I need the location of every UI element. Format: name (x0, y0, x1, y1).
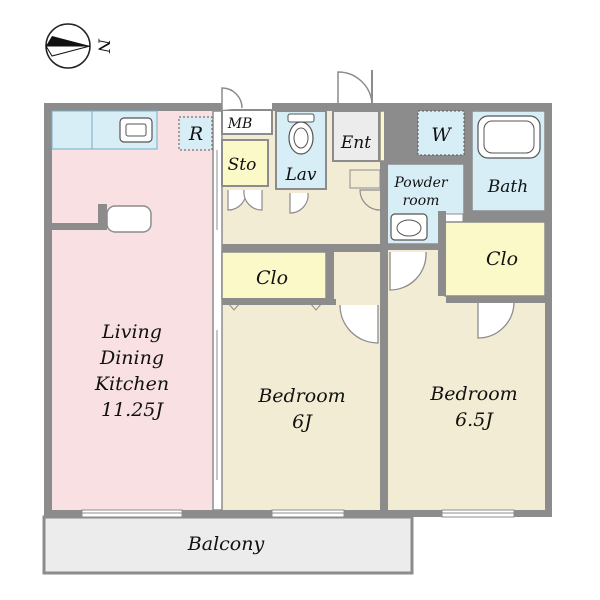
ldk-size: 11.25J (101, 399, 164, 421)
closet-left-label: Clo (256, 267, 288, 289)
washer-label: W (431, 124, 452, 146)
compass-arrow-icon (46, 36, 90, 46)
lavatory-label: Lav (284, 165, 316, 185)
kitchen-island (106, 205, 152, 233)
balcony (42, 515, 414, 575)
bedroom-right-size: 6.5J (455, 409, 494, 431)
ldk-label-line3: Kitchen (94, 373, 169, 395)
ldk-label-line2: Dining (99, 347, 164, 369)
powder-room-label-line2: room (403, 193, 440, 209)
bedroom-left-label: Bedroom (257, 385, 345, 407)
compass-north-label: N (95, 38, 114, 54)
balcony-label: Balcony (187, 533, 265, 555)
bath-label: Bath (487, 177, 528, 197)
entrance-label: Ent (340, 133, 371, 153)
powder-room-label-line1: Powder (393, 175, 449, 191)
bedroom-right-door (389, 251, 427, 291)
ldk-label-line1: Living (101, 321, 162, 343)
washer-space (417, 110, 465, 156)
entrance (332, 110, 380, 162)
bedroom-left-size: 6J (292, 411, 313, 433)
bedroom-left-door (339, 304, 379, 344)
bedroom-right-label: Bedroom (429, 383, 517, 405)
entrance-door (337, 71, 373, 104)
compass: N (45, 23, 114, 69)
closet-left (221, 251, 327, 300)
ldk-floor (52, 111, 215, 510)
toilet-tank-icon (287, 113, 315, 123)
sink-icon (119, 117, 153, 143)
meter-box (221, 109, 273, 135)
closet-right-door (477, 302, 515, 339)
bathtub-icon (477, 115, 541, 159)
toilet-icon (288, 121, 314, 155)
storage (221, 139, 269, 187)
closet-right-label: Clo (486, 248, 518, 270)
storage-label: Sto (228, 155, 257, 175)
refrigerator-label: R (188, 123, 203, 145)
meter-box-label: MB (227, 116, 253, 132)
refrigerator-space (178, 116, 213, 151)
bedroom-left-floor (222, 305, 380, 510)
